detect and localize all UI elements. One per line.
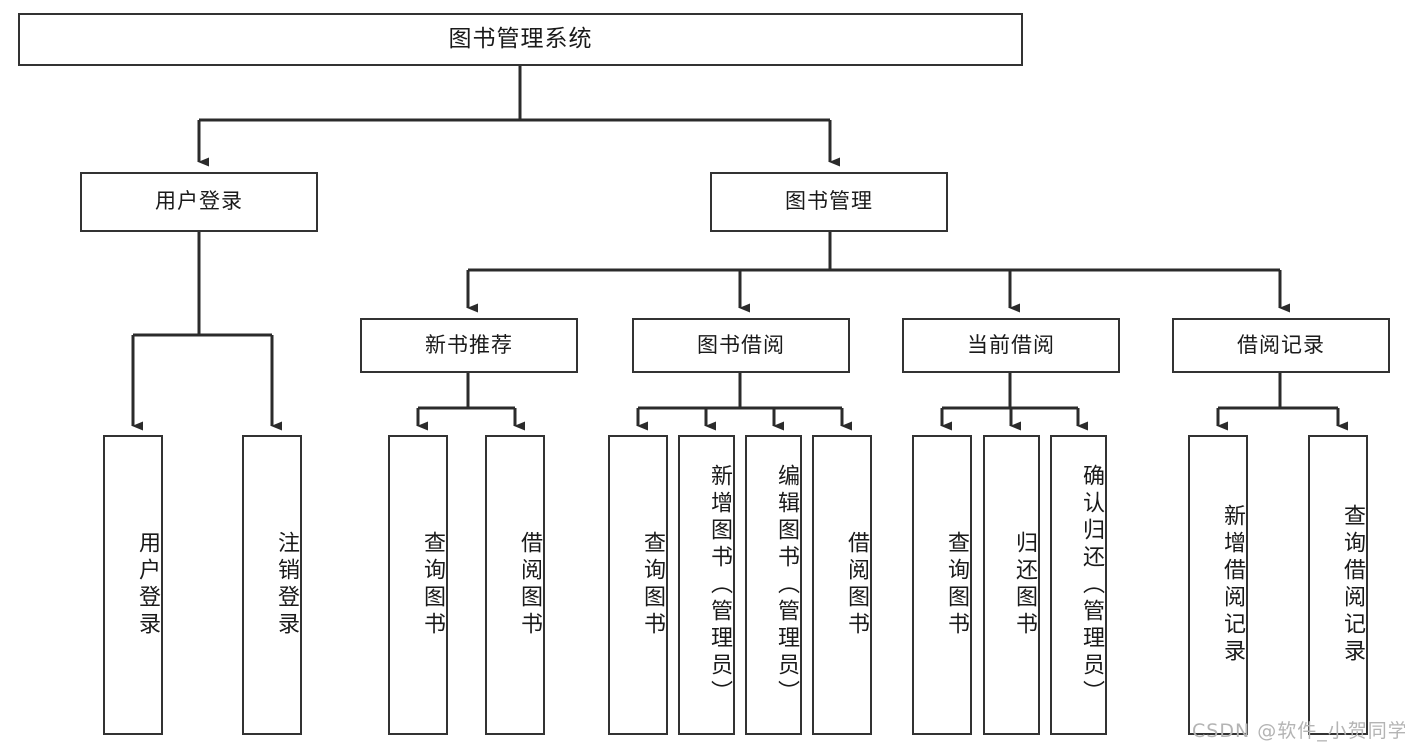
- node-label: 查询图书: [640, 531, 665, 639]
- node-label: 借阅图书: [844, 531, 869, 639]
- node-label: 查询图书: [944, 531, 969, 639]
- node-label: 借阅记录: [1237, 332, 1325, 357]
- node-leaf-confirm-return-admin[interactable]: 确认归还（管理员）: [1050, 435, 1107, 735]
- node-label: 新书推荐: [425, 332, 513, 357]
- node-label: 借阅图书: [517, 531, 542, 639]
- node-leaf-user-logout[interactable]: 注销登录: [242, 435, 302, 735]
- node-label: 归还图书: [1012, 531, 1037, 639]
- node-leaf-query-book-current[interactable]: 查询图书: [912, 435, 972, 735]
- node-label: 查询图书: [420, 531, 445, 639]
- node-label: 确认归还（管理员）: [1079, 463, 1104, 707]
- node-label: 新增图书（管理员）: [707, 463, 732, 707]
- node-current-borrow[interactable]: 当前借阅: [902, 318, 1120, 373]
- node-leaf-query-borrow-record[interactable]: 查询借阅记录: [1308, 435, 1368, 735]
- node-book-manage[interactable]: 图书管理: [710, 172, 948, 232]
- node-leaf-query-book-borrow[interactable]: 查询图书: [608, 435, 668, 735]
- csdn-watermark: CSDN @软件_小贺同学: [1192, 720, 1405, 742]
- node-label: 用户登录: [155, 189, 243, 214]
- node-label: 用户登录: [135, 531, 160, 639]
- node-book-borrow[interactable]: 图书借阅: [632, 318, 850, 373]
- node-leaf-edit-book-admin[interactable]: 编辑图书（管理员）: [745, 435, 802, 735]
- node-leaf-add-book-admin[interactable]: 新增图书（管理员）: [678, 435, 735, 735]
- node-leaf-add-borrow-record[interactable]: 新增借阅记录: [1188, 435, 1248, 735]
- node-label: 图书管理: [785, 189, 873, 214]
- node-label: 图书管理系统: [448, 25, 593, 52]
- node-root-book-management-system[interactable]: 图书管理系统: [18, 13, 1023, 66]
- node-label: 当前借阅: [967, 332, 1055, 357]
- node-label: 新增借阅记录: [1220, 504, 1245, 666]
- node-leaf-borrow-book-recommend[interactable]: 借阅图书: [485, 435, 545, 735]
- node-label: 图书借阅: [697, 332, 785, 357]
- node-leaf-user-login[interactable]: 用户登录: [103, 435, 163, 735]
- node-new-book-recommend[interactable]: 新书推荐: [360, 318, 578, 373]
- node-leaf-query-book-recommend[interactable]: 查询图书: [388, 435, 448, 735]
- node-borrow-record[interactable]: 借阅记录: [1172, 318, 1390, 373]
- node-label: 编辑图书（管理员）: [774, 463, 799, 707]
- node-leaf-return-book[interactable]: 归还图书: [983, 435, 1040, 735]
- node-user-login[interactable]: 用户登录: [80, 172, 318, 232]
- node-label: 注销登录: [274, 531, 299, 639]
- node-label: 查询借阅记录: [1340, 504, 1365, 666]
- node-leaf-borrow-book[interactable]: 借阅图书: [812, 435, 872, 735]
